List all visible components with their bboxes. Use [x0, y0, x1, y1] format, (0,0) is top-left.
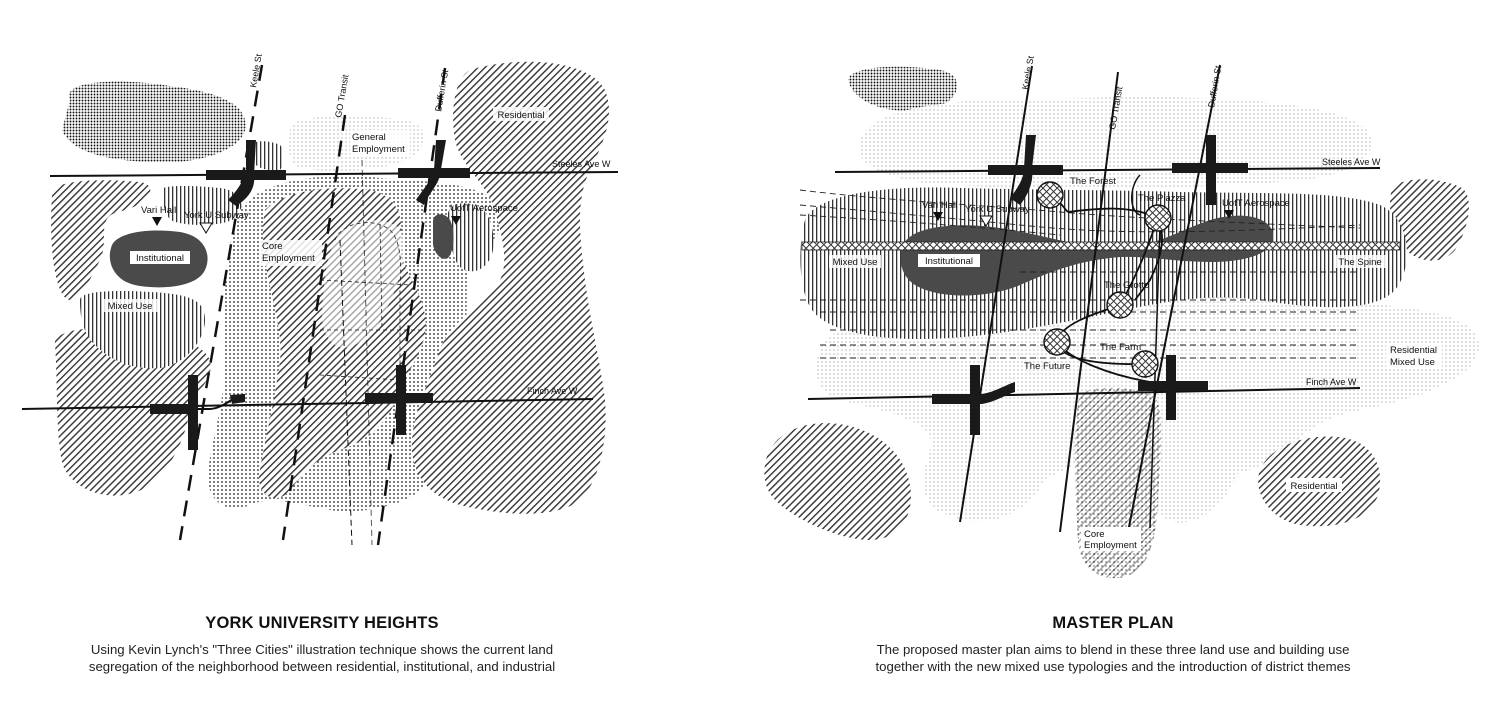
left-label-core-employment-2: Employment [262, 253, 315, 264]
left-label-york-u-subway: York U Subway [184, 210, 249, 221]
left-label-general-employment-1: General [352, 132, 386, 143]
left-label-dufferin: Dufferin St [433, 68, 450, 112]
left-label-institutional: Institutional [136, 253, 184, 264]
right-map: Institutional Mixed Use The Spine Reside… [764, 55, 1479, 579]
right-label-the-forest: The Forest [1070, 176, 1116, 187]
left-zone-diag-southwest [54, 328, 211, 496]
vari-hall-marker [152, 217, 162, 226]
right-label-the-piazza: The Piazza [1138, 193, 1186, 204]
right-label-mixed-use: Mixed Use [833, 257, 878, 268]
right-label-uoft-aerospace: UofT Aerospace [1222, 198, 1290, 209]
right-label-core-employment-1: Core [1084, 529, 1105, 540]
left-caption: YORK UNIVERSITY HEIGHTS Using Kevin Lync… [62, 614, 582, 675]
left-zone-vertical-aerospace [447, 203, 494, 272]
right-map-description: The proposed master plan aims to blend i… [875, 642, 1351, 674]
right-vari-hall-marker [933, 212, 943, 221]
right-zone-diag-southwest [764, 423, 911, 540]
right-caption: MASTER PLAN The proposed master plan aim… [853, 614, 1373, 675]
district-forest-marker [1036, 181, 1064, 209]
left-zone-vertical-keele [252, 141, 284, 171]
right-label-keele: Keele St [1020, 55, 1036, 91]
right-zone-diag-east [1390, 179, 1469, 261]
left-zone-vertical-north [161, 185, 242, 226]
left-map-description: Using Kevin Lynch's "Three Cities" illus… [88, 642, 556, 674]
right-district-circles [1036, 181, 1172, 378]
right-label-finch: Finch Ave W [1306, 377, 1357, 387]
left-label-go-transit: GO Transit [333, 73, 350, 118]
right-label-the-grotto: The Grotto [1104, 280, 1149, 291]
right-map-title: MASTER PLAN [1052, 614, 1174, 632]
left-label-core-employment-1: Core [262, 241, 283, 252]
left-label-finch: Finch Ave W [527, 386, 578, 396]
right-label-steeles: Steeles Ave W [1322, 157, 1381, 167]
right-dashed-lines [799, 189, 1361, 359]
left-zone-dotted-northwest [62, 81, 246, 163]
left-label-vari-hall: Vari Hall [141, 205, 176, 216]
right-label-residential-mixed-use-2: Mixed Use [1390, 357, 1435, 368]
right-label-the-spine: The Spine [1338, 257, 1381, 268]
right-landmarks [933, 210, 1234, 227]
left-intersections [150, 140, 470, 450]
uoft-aerospace-marker [451, 216, 461, 225]
right-the-spine [801, 241, 1401, 251]
right-zone-dotted-northwest [848, 66, 958, 111]
right-label-residential: Residential [1291, 481, 1338, 492]
right-streets [807, 64, 1381, 533]
district-grotto-marker [1106, 291, 1134, 319]
right-label-the-future: The Future [1024, 361, 1070, 372]
left-zone-aerospace [432, 214, 454, 259]
left-zone-diag-west [51, 180, 151, 300]
left-label-general-employment-2: Employment [352, 144, 405, 155]
left-label-mixed-use: Mixed Use [108, 301, 153, 312]
right-label-institutional: Institutional [925, 256, 973, 267]
district-farm-marker [1131, 350, 1159, 378]
left-label-steeles: Steeles Ave W [552, 159, 611, 169]
district-piazza-marker [1144, 204, 1172, 232]
right-zone-dotted-south [926, 431, 1051, 522]
right-uoft-aerospace-marker [1224, 210, 1234, 219]
right-zone-institutional [900, 215, 1274, 296]
right-zone-dotted-east [1144, 426, 1241, 523]
left-label-residential: Residential [498, 110, 545, 121]
left-map: Residential General Employment Core Empl… [21, 53, 619, 546]
left-label-uoft-aerospace: UofT Aerospace [450, 203, 518, 214]
right-label-core-employment-2: Employment [1084, 540, 1137, 551]
left-landmarks [152, 216, 461, 234]
right-label-vari-hall: Vari Hall [922, 200, 957, 211]
right-intersections [932, 135, 1248, 435]
left-map-title: YORK UNIVERSITY HEIGHTS [205, 614, 439, 632]
right-label-york-u-subway: York U Subway [965, 204, 1030, 215]
right-york-u-subway-marker [979, 215, 993, 227]
right-label-the-farm: The Farm [1100, 342, 1141, 353]
district-future-marker [1043, 328, 1071, 356]
right-label-residential-mixed-use-1: Residential [1390, 345, 1437, 356]
york-u-subway-marker [199, 222, 213, 234]
